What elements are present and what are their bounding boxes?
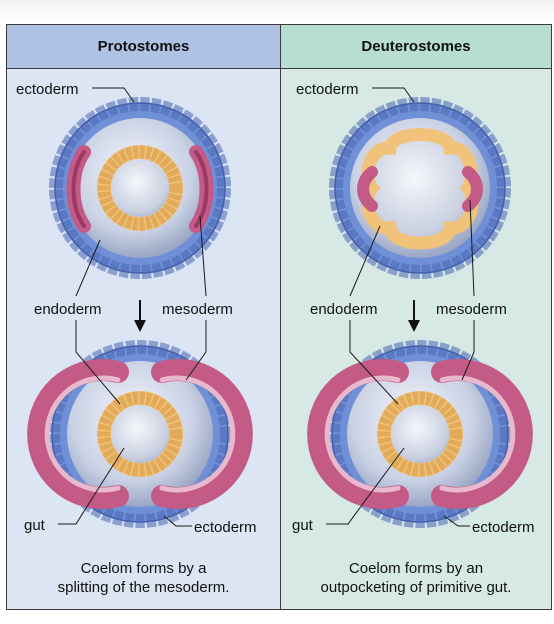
protostome-late-ectoderm-label: ectoderm	[194, 519, 257, 536]
deuterostome-endoderm-leader-bottom	[349, 320, 399, 405]
protostome-ectoderm-label: ectoderm	[16, 81, 79, 98]
protostome-gut-leader	[58, 447, 125, 525]
protostome-mesoderm-leader-bottom	[185, 320, 207, 381]
deuterostome-late-mesoderm-right	[431, 359, 533, 509]
protostomes-header: Protostomes	[7, 25, 280, 69]
protostomes-caption-line-1: Coelom forms by a	[80, 560, 207, 577]
deuterostome-mesoderm-leader-top	[469, 199, 475, 297]
deuterostome-ectoderm-label: ectoderm	[296, 81, 359, 98]
deuterostome-gut-leader	[326, 447, 405, 525]
protostome-early-ectoderm-cells	[49, 97, 231, 279]
deuterostome-late-ectoderm-leader	[443, 515, 470, 527]
deuterostome-endoderm-label: endoderm	[310, 301, 378, 318]
deuterostomes-caption: Coelom forms by an outpocketing of primi…	[281, 559, 551, 597]
protostome-early-embryo	[49, 97, 231, 279]
deuterostome-mesoderm-label: mesoderm	[436, 301, 507, 318]
protostome-ectoderm-leader	[92, 87, 135, 103]
protostome-late-ectoderm-leader	[163, 515, 192, 527]
deuterostomes-caption-line-2: outpocketing of primitive gut.	[320, 579, 512, 596]
deuterostome-endoderm-leader-top	[349, 225, 381, 297]
protostome-gut-label: gut	[24, 517, 46, 534]
protostomes-caption-line-2: splitting of the mesoderm.	[57, 579, 230, 596]
deuterostomes-caption-line-1: Coelom forms by an	[348, 560, 484, 577]
protostome-endoderm-leader-top	[75, 239, 101, 297]
deuterostome-early-endoderm	[361, 128, 479, 250]
deuterostome-late-ectoderm-label: ectoderm	[472, 519, 535, 536]
deuterostome-late-mesoderm-left	[307, 359, 409, 509]
protostome-coelom-right	[159, 375, 236, 493]
protostome-early-gut	[111, 159, 169, 217]
protostome-late-gut	[111, 405, 169, 463]
protostome-late-mesoderm-left	[27, 359, 129, 509]
protostome-late-embryo	[27, 340, 253, 528]
deuterostome-gut-label: gut	[292, 517, 314, 534]
deuterostome-late-embryo	[307, 340, 533, 528]
deuterostome-coelom-left	[324, 375, 401, 493]
deuterostome-mesoderm-leader-bottom	[461, 320, 475, 381]
protostome-mesoderm-label: mesoderm	[162, 301, 233, 318]
deuterostome-early-mesoderm-left	[357, 166, 378, 212]
protostome-endoderm-label: endoderm	[34, 301, 102, 318]
protostome-late-mesoderm-right	[151, 359, 253, 509]
deuterostome-coelom-right	[439, 375, 516, 493]
deuterostome-late-gut	[391, 405, 449, 463]
deuterostome-early-embryo	[329, 97, 511, 279]
deuterostomes-header: Deuterostomes	[281, 25, 551, 69]
protostome-mesoderm-leader-top	[199, 215, 207, 297]
protostome-coelom-left	[44, 375, 121, 493]
protostomes-caption: Coelom forms by a splitting of the mesod…	[7, 559, 280, 597]
top-shade	[0, 0, 554, 24]
deuterostome-ectoderm-leader	[372, 87, 415, 103]
protostome-endoderm-leader-bottom	[75, 320, 121, 405]
